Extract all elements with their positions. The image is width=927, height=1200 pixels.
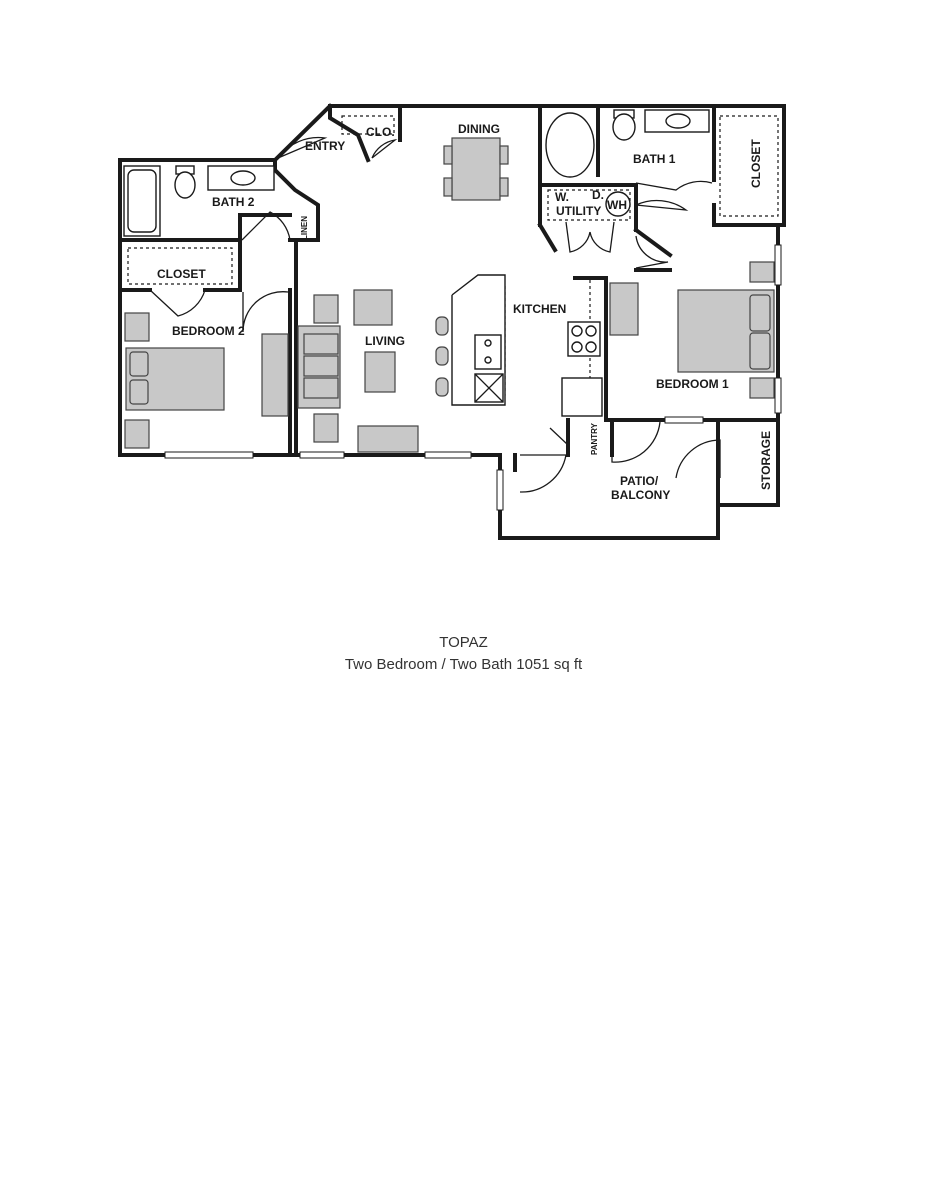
label-living: LIVING xyxy=(365,334,405,348)
label-balcony: BALCONY xyxy=(611,488,670,502)
label-bath1: BATH 1 xyxy=(633,152,676,166)
windows xyxy=(164,244,782,539)
label-closet-master: CLOSET xyxy=(749,139,763,188)
interior-walls xyxy=(118,104,786,472)
label-bedroom1: BEDROOM 1 xyxy=(656,377,729,391)
fixtures xyxy=(123,109,710,417)
label-bedroom2: BEDROOM 2 xyxy=(172,324,245,338)
label-bath2: BATH 2 xyxy=(212,195,255,209)
doors xyxy=(149,136,721,493)
furniture xyxy=(124,137,775,453)
label-closet-bed2: CLOSET xyxy=(157,267,206,281)
plan-caption: TOPAZ Two Bedroom / Two Bath 1051 sq ft xyxy=(0,632,927,676)
label-pantry: PANTRY xyxy=(590,422,599,455)
plan-title: TOPAZ xyxy=(439,634,488,651)
label-water-heater: WH xyxy=(607,198,627,212)
label-dryer: D. xyxy=(592,188,604,202)
label-utility: UTILITY xyxy=(556,204,601,218)
label-closet-small: CLO. xyxy=(366,125,395,139)
label-storage: STORAGE xyxy=(759,431,773,490)
label-kitchen: KITCHEN xyxy=(513,302,566,316)
label-patio: PATIO/ xyxy=(620,474,659,488)
label-dining: DINING xyxy=(458,122,500,136)
floor-plan: ENTRY CLO. DINING BATH 1 CLOSET BATH 2 L… xyxy=(118,103,786,540)
room-labels: ENTRY CLO. DINING BATH 1 CLOSET BATH 2 L… xyxy=(157,122,773,502)
label-entry: ENTRY xyxy=(305,139,345,153)
label-linen: LINEN xyxy=(300,216,309,240)
label-washer: W. xyxy=(555,190,569,204)
plan-subtitle: Two Bedroom / Two Bath 1051 sq ft xyxy=(344,656,583,673)
